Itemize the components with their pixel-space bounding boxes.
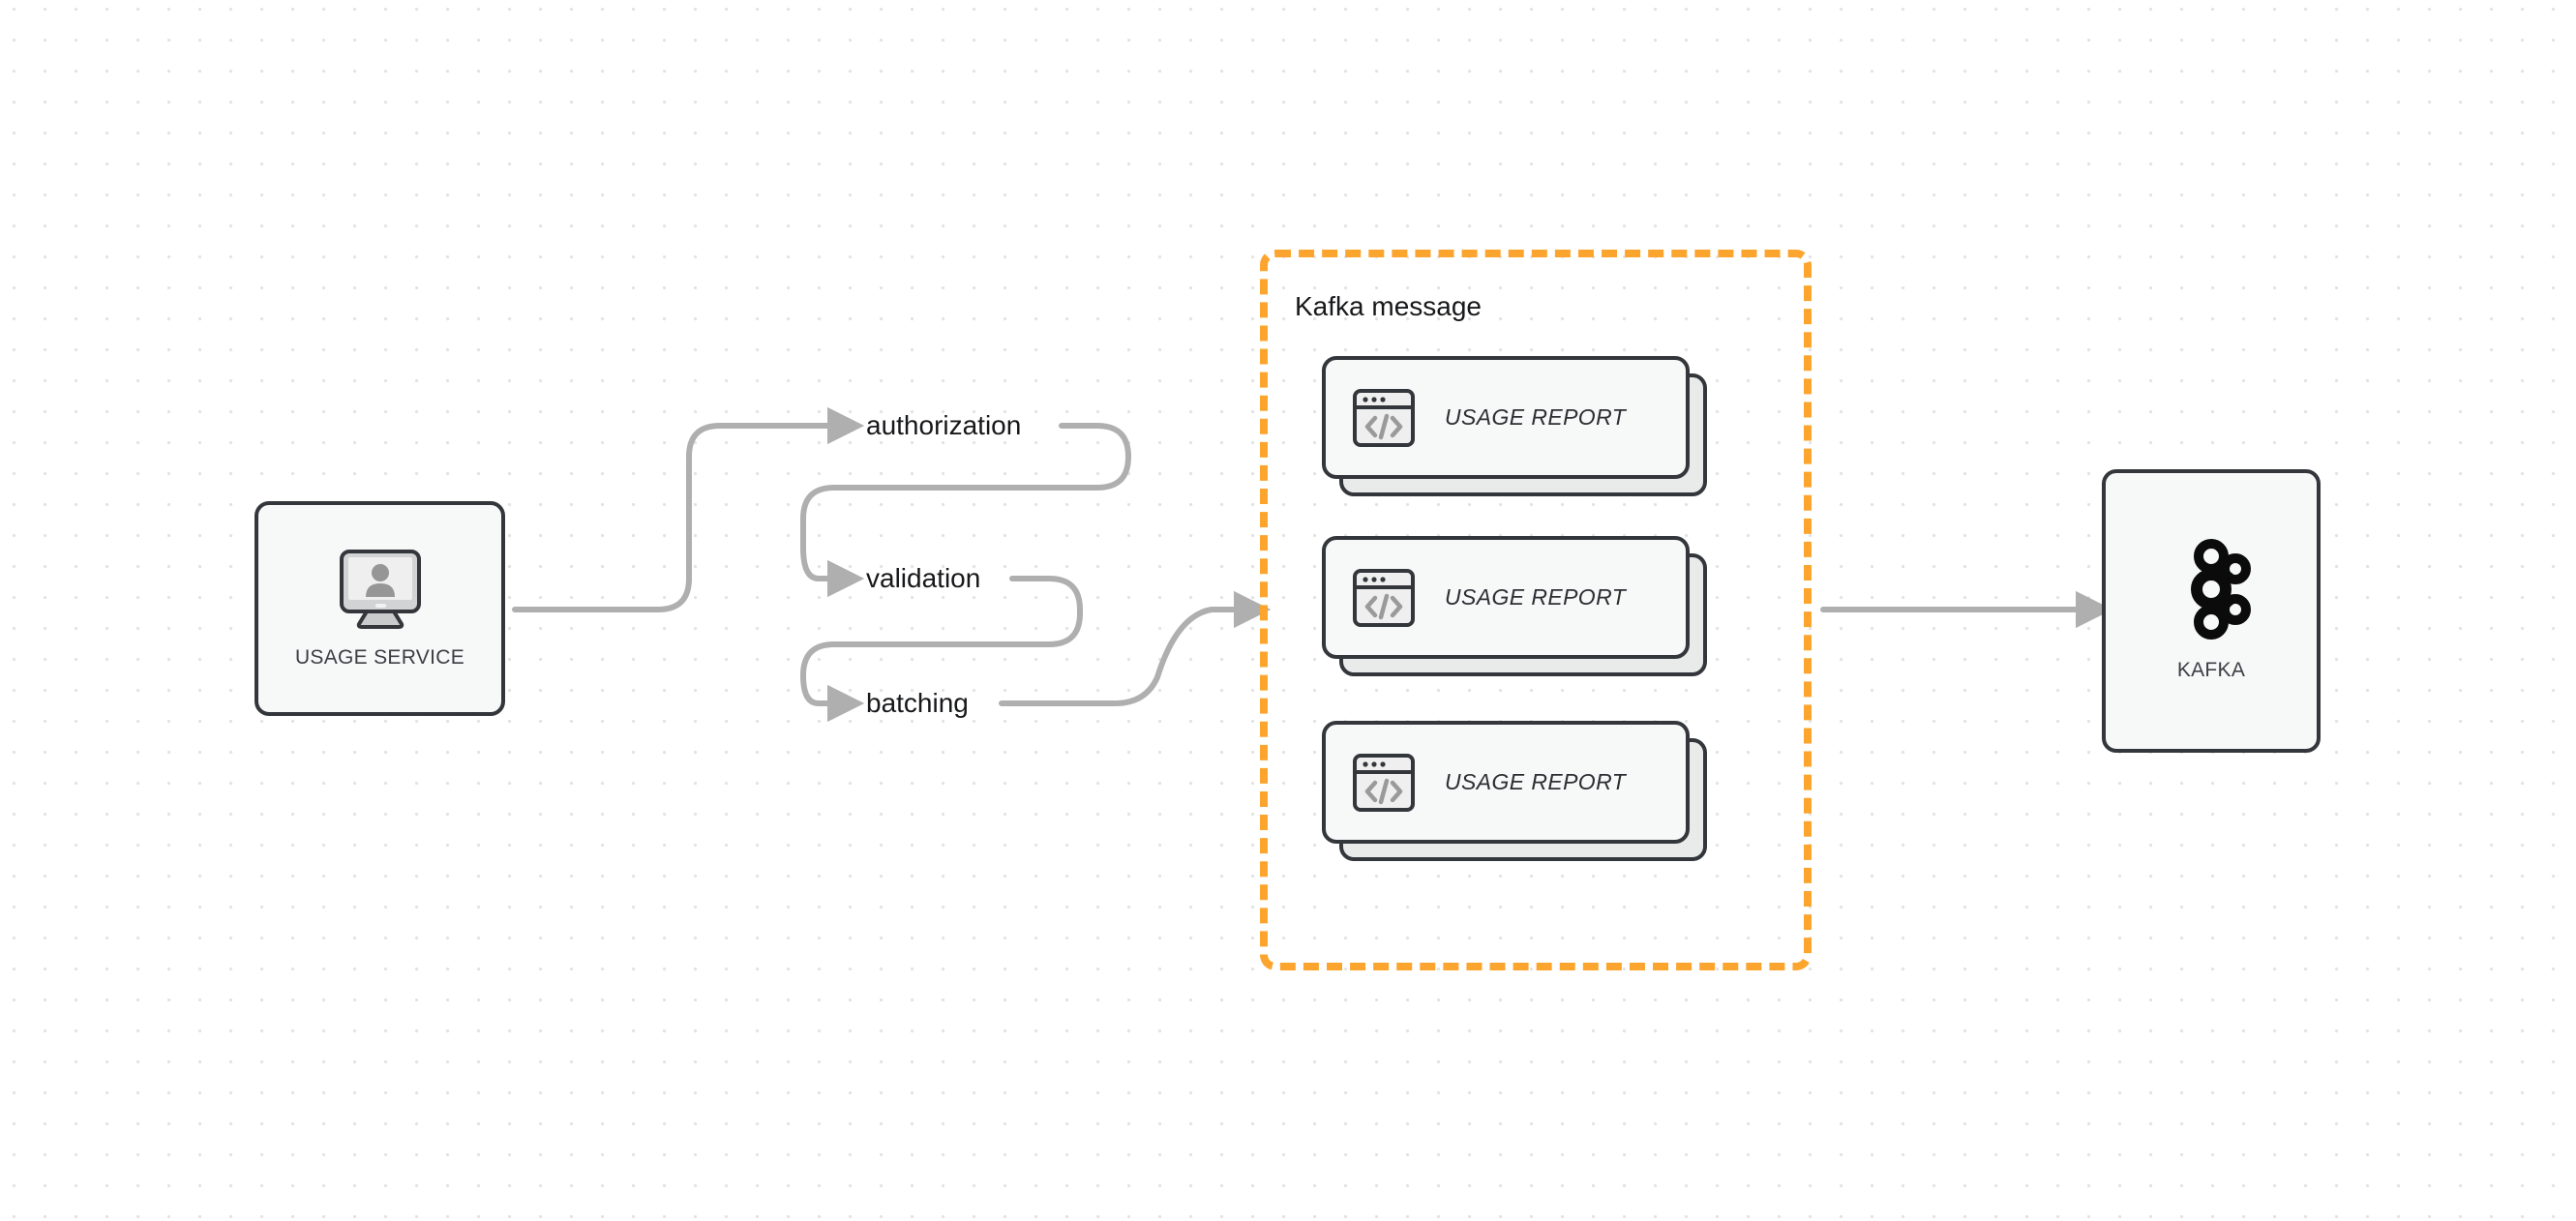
group-kafka-message-title: Kafka message <box>1295 291 1482 321</box>
usage-report-card-label: USAGE REPORT <box>1445 404 1627 430</box>
pipeline-step-authorization[interactable]: authorization <box>866 410 1022 440</box>
node-usage-service[interactable]: USAGE SERVICE <box>255 501 505 716</box>
monitor-user-icon <box>334 548 427 631</box>
usage-report-card[interactable]: USAGE REPORT <box>1322 536 1709 676</box>
pipeline-step-validation[interactable]: validation <box>866 563 981 593</box>
usage-report-card-front[interactable]: USAGE REPORT <box>1322 536 1690 659</box>
usage-report-card[interactable]: USAGE REPORT <box>1322 356 1709 496</box>
connector-validation-to-batching <box>800 576 1083 723</box>
group-kafka-message[interactable] <box>1260 250 1812 970</box>
usage-report-card-front[interactable]: USAGE REPORT <box>1322 721 1690 844</box>
kafka-logo-icon <box>2172 538 2251 640</box>
code-window-icon <box>1352 566 1416 630</box>
node-usage-service-label: USAGE SERVICE <box>294 646 465 669</box>
connector-usage-service-to-authorization <box>512 406 865 612</box>
node-kafka-label: KAFKA <box>2176 658 2246 681</box>
code-window-icon <box>1352 386 1416 450</box>
usage-report-card-label: USAGE REPORT <box>1445 769 1627 794</box>
usage-report-card[interactable]: USAGE REPORT <box>1322 721 1709 861</box>
connector-batching-to-kafka-message <box>999 590 1272 706</box>
usage-report-card-label: USAGE REPORT <box>1445 584 1627 610</box>
node-kafka[interactable]: KAFKA <box>2102 469 2321 753</box>
code-window-icon <box>1352 751 1416 815</box>
connector-authorization-to-validation <box>800 423 1131 598</box>
usage-report-card-front[interactable]: USAGE REPORT <box>1322 356 1690 479</box>
pipeline-step-batching[interactable]: batching <box>866 688 969 718</box>
